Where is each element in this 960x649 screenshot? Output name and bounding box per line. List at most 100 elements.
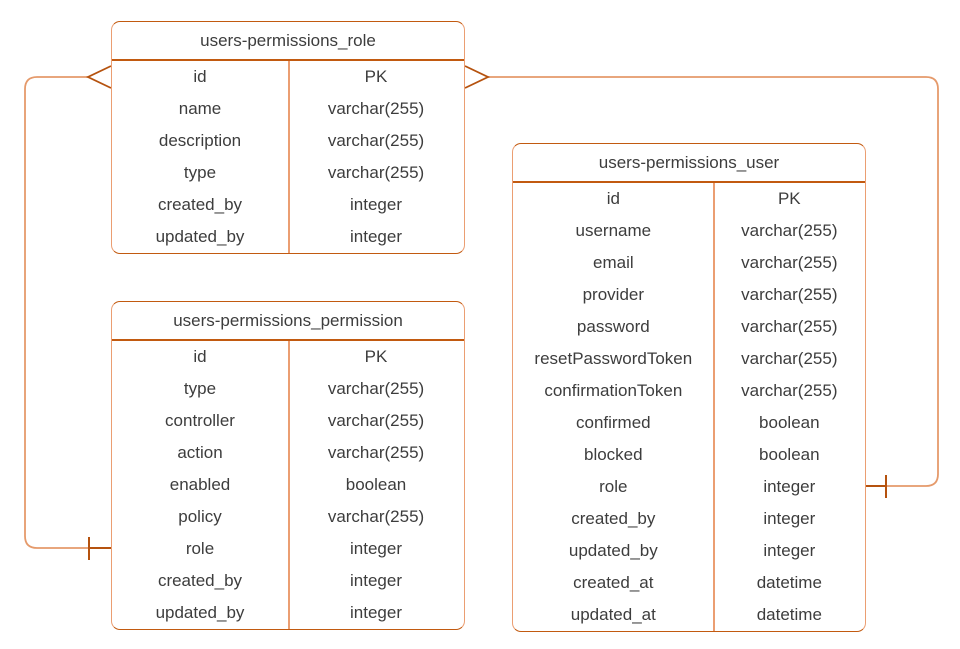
table-row: description varchar(255)	[112, 125, 464, 157]
field-name: updated_by	[155, 227, 245, 246]
field-type: integer	[350, 603, 402, 622]
field-name: role	[599, 477, 628, 496]
table-title: users-permissions_user	[513, 144, 865, 183]
field-name: type	[183, 163, 217, 182]
field-list: id PK name varchar(255) description varchar(2…	[112, 61, 464, 253]
field-name: id	[193, 67, 207, 86]
crow-foot-many-icon	[85, 65, 112, 89]
table-row: username varchar(255)	[513, 215, 865, 247]
table-row: confirmationToken varchar(255)	[513, 375, 865, 407]
table-row: blocked boolean	[513, 439, 865, 471]
field-type: boolean	[759, 445, 820, 464]
field-type: varchar(255)	[741, 221, 838, 240]
field-type: PK	[364, 67, 388, 86]
field-name: confirmed	[575, 413, 651, 432]
field-type: integer	[763, 541, 816, 560]
field-name: type	[183, 379, 217, 398]
table-row: email varchar(255)	[513, 247, 865, 279]
field-type: varchar(255)	[741, 349, 838, 368]
table-row: password varchar(255)	[513, 311, 865, 343]
field-name: updated_by	[568, 541, 658, 560]
relationship-role-user-line[interactable]	[464, 65, 939, 498]
crow-foot-many-icon	[464, 65, 491, 89]
one-tick-icon	[866, 475, 887, 498]
table-row: id PK	[112, 341, 464, 373]
table-row: type varchar(255)	[112, 157, 464, 189]
field-type: boolean	[759, 413, 820, 432]
field-name: updated_at	[570, 605, 656, 624]
field-name: id	[193, 347, 207, 366]
field-name: password	[576, 317, 650, 336]
table-row: enabled boolean	[112, 469, 464, 501]
table-row: confirmed boolean	[513, 407, 865, 439]
field-type: PK	[777, 189, 801, 208]
field-type: varchar(255)	[327, 163, 425, 182]
table-row: controller varchar(255)	[112, 405, 464, 437]
table-row: policy varchar(255)	[112, 501, 464, 533]
field-name: id	[606, 189, 620, 208]
field-type: boolean	[345, 475, 407, 494]
field-name: provider	[582, 285, 645, 304]
entity-table-role[interactable]: users-permissions_role id PK name varchar(2…	[111, 21, 465, 254]
field-type: datetime	[756, 605, 822, 624]
field-type: varchar(255)	[327, 131, 425, 150]
field-name: description	[158, 131, 242, 150]
field-name: controller	[165, 411, 235, 430]
table-row: name varchar(255)	[112, 93, 464, 125]
table-row: provider varchar(255)	[513, 279, 865, 311]
table-row: created_at datetime	[513, 567, 865, 599]
table-row: role integer	[513, 471, 865, 503]
one-tick-icon	[88, 537, 111, 560]
table-row: created_by integer	[112, 189, 464, 221]
field-type: integer	[763, 509, 816, 528]
field-name: action	[177, 443, 223, 462]
table-row: updated_at datetime	[513, 599, 865, 631]
field-name: username	[575, 221, 652, 240]
entity-table-user[interactable]: users-permissions_user id PK username varch…	[512, 143, 866, 632]
field-name: created_at	[573, 573, 654, 592]
table-row: role integer	[112, 533, 464, 565]
table-row: type varchar(255)	[112, 373, 464, 405]
field-type: varchar(255)	[327, 507, 425, 526]
field-type: integer	[763, 477, 816, 496]
field-name: created_by	[157, 571, 243, 590]
field-list: id PK username varchar(255) email varchar(255…	[513, 183, 865, 631]
field-name: email	[593, 253, 634, 272]
field-name: enabled	[169, 475, 231, 494]
field-type: integer	[350, 539, 402, 558]
field-type: integer	[350, 227, 402, 246]
table-row: id PK	[513, 183, 865, 215]
field-type: varchar(255)	[741, 317, 838, 336]
field-type: integer	[350, 571, 402, 590]
field-name: resetPasswordToken	[534, 349, 693, 368]
field-name: name	[178, 99, 222, 118]
field-type: varchar(255)	[327, 379, 425, 398]
field-type: varchar(255)	[741, 285, 838, 304]
field-name: role	[185, 539, 215, 558]
field-name: policy	[178, 507, 222, 526]
table-title: users-permissions_permission	[112, 302, 464, 341]
table-title: users-permissions_role	[112, 22, 464, 61]
field-name: confirmationToken	[544, 381, 683, 400]
relationship-role-permission-line[interactable]	[24, 65, 112, 560]
field-type: varchar(255)	[741, 381, 838, 400]
field-list: id PK type varchar(255) controller varchar(25…	[112, 341, 464, 629]
field-type: integer	[350, 195, 402, 214]
entity-table-permission[interactable]: users-permissions_permission id PK type var…	[111, 301, 465, 630]
field-type: varchar(255)	[741, 253, 838, 272]
table-row: id PK	[112, 61, 464, 93]
field-name: created_by	[571, 509, 656, 528]
field-type: varchar(255)	[327, 99, 425, 118]
field-type: varchar(255)	[327, 411, 425, 430]
field-name: created_by	[157, 195, 243, 214]
table-row: created_by integer	[513, 503, 865, 535]
field-name: blocked	[584, 445, 643, 464]
table-row: updated_by integer	[513, 535, 865, 567]
field-name: updated_by	[155, 603, 245, 622]
table-row: created_by integer	[112, 565, 464, 597]
field-type: datetime	[756, 573, 822, 592]
field-type: PK	[364, 347, 388, 366]
